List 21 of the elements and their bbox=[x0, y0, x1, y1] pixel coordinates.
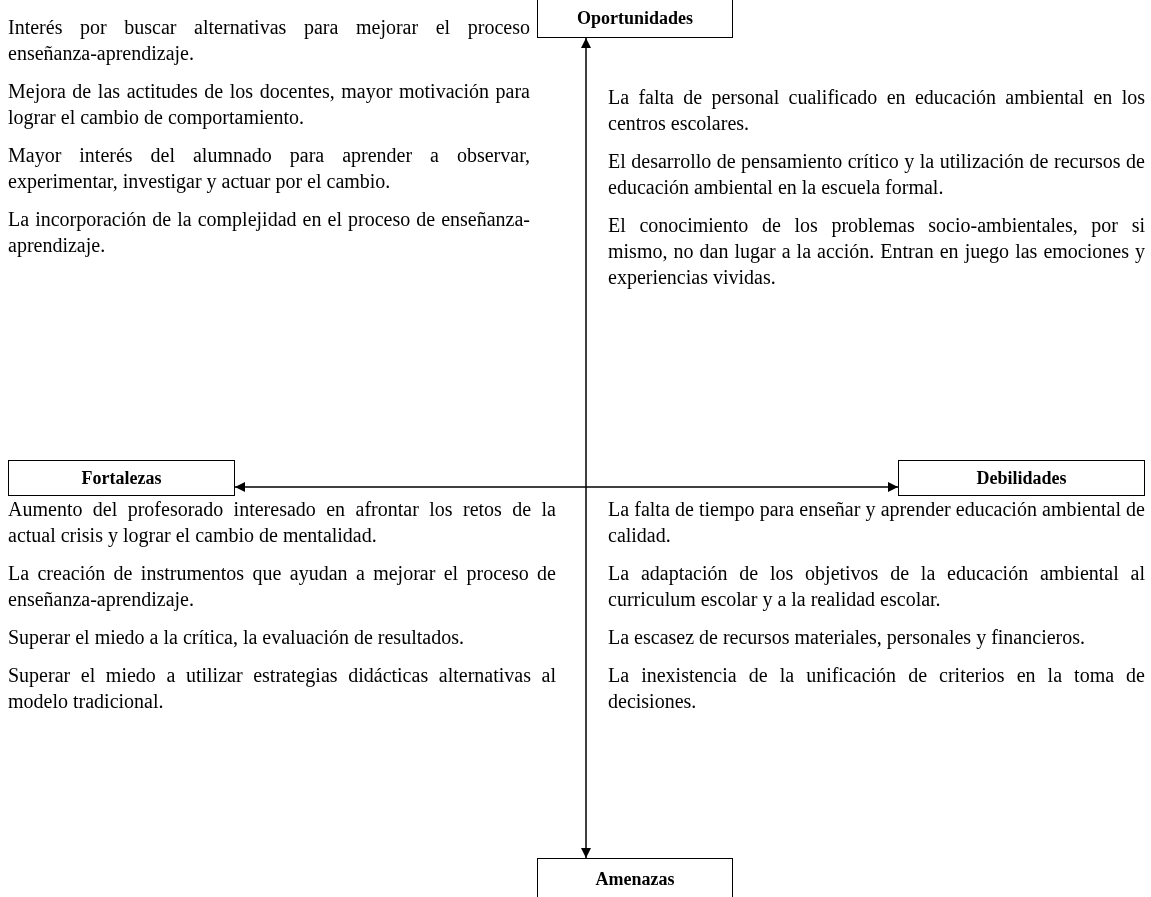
paragraph: La falta de tiempo para enseñar y aprender educación ambiental de calidad. bbox=[608, 497, 1145, 548]
paragraph: La escasez de recursos materiales, personales y financieros. bbox=[608, 625, 1086, 650]
paragraph: La adaptación de los objetivos de la educación ambiental al curriculum escolar y a la realidad escolar. bbox=[608, 561, 1145, 612]
paragraph: Aumento del profesorado interesado en afrontar los retos de la actual crisis y lograr el cambio de mentalidad. bbox=[8, 497, 556, 548]
paragraph: La creación de instrumentos que ayudan a mejorar el proceso de enseñanza-aprendizaje. bbox=[8, 561, 556, 612]
paragraph: La falta de personal cualificado en educación ambiental en los centros escolares. bbox=[608, 85, 1145, 136]
double-arrow bbox=[581, 37, 591, 859]
paragraph: La inexistencia de la unificación de criterios en la toma de decisiones. bbox=[608, 663, 1145, 714]
heading-box: Debilidades bbox=[898, 460, 1145, 496]
paragraph: Mejora de las actitudes de los docentes, mayor motivación para lograr el cambio de comportamiento. bbox=[8, 79, 530, 130]
paragraph: Mayor interés del alumnado para aprender a observar, experimentar, investigar y actuar por el cambio. bbox=[8, 143, 530, 194]
heading-box: Oportunidades bbox=[537, 0, 733, 38]
paragraph: El desarrollo de pensamiento crítico y la utilización de recursos de educación ambiental en la escuela formal. bbox=[608, 149, 1145, 200]
paragraph: El conocimiento de los problemas socio-ambientales, por si mismo, no dan lugar a la acción. Entran en juego las emociones y experiencias vividas. bbox=[608, 213, 1145, 290]
paragraph: Superar el miedo a la crítica, la evaluación de resultados. bbox=[8, 625, 465, 650]
double-arrow bbox=[234, 482, 899, 492]
heading-box: Amenazas bbox=[537, 858, 733, 897]
paragraph: Superar el miedo a utilizar estrategias didácticas alternativas al modelo tradicional. bbox=[8, 663, 556, 714]
paragraph: La incorporación de la complejidad en el proceso de enseñanza-aprendizaje. bbox=[8, 207, 530, 258]
paragraph: Interés por buscar alternativas para mejorar el proceso enseñanza-aprendizaje. bbox=[8, 15, 530, 66]
heading-box: Fortalezas bbox=[8, 460, 235, 496]
